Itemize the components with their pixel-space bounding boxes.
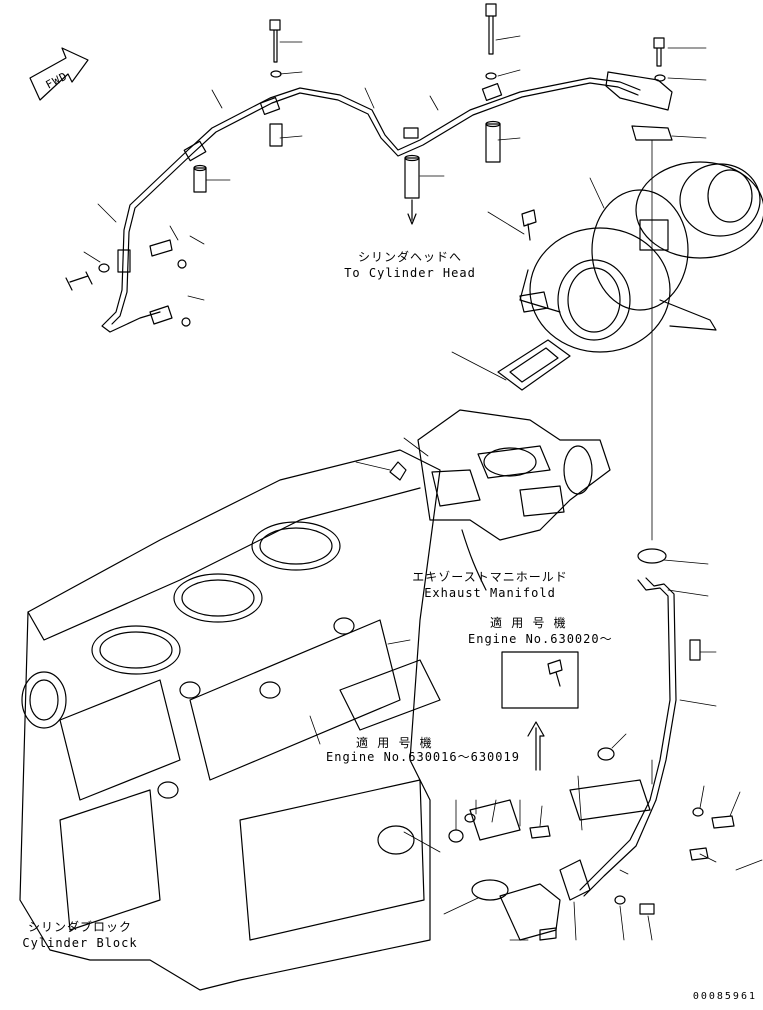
cylinder-head-label-jp: シリンダヘッドへ (357, 250, 463, 264)
fwd-arrow-icon (29, 47, 89, 101)
cylinder-block-label-jp: シリンダブロック (27, 920, 133, 934)
drawing-number: 00085961 (692, 991, 757, 1002)
cylinder-head-label-en: To Cylinder Head (344, 266, 476, 280)
leader-lines-top (83, 35, 707, 301)
turbocharger (519, 125, 763, 353)
exhaust-manifold (355, 139, 653, 591)
cylinder-block-label-en: Cylinder Block (22, 936, 138, 950)
exhaust-manifold-label-jp: エキゾーストマニホールド (412, 570, 568, 584)
cylinder-block (19, 449, 441, 991)
exhaust-manifold-label-en: Exhaust Manifold (424, 586, 556, 600)
oil-pipe-upper (65, 3, 673, 333)
applicable-label-1: 適 用 号 機 (490, 616, 567, 630)
applicable-label-2: 適 用 号 機 (356, 736, 433, 750)
gasket (497, 339, 571, 391)
oil-pipe-lower (448, 548, 735, 941)
engine-range-label-1: Engine No.630020～ (468, 632, 613, 646)
leader-lines-bottom (309, 559, 763, 941)
inset-box (501, 651, 579, 771)
engine-range-label-2: Engine No.630016～630019 (326, 750, 520, 764)
